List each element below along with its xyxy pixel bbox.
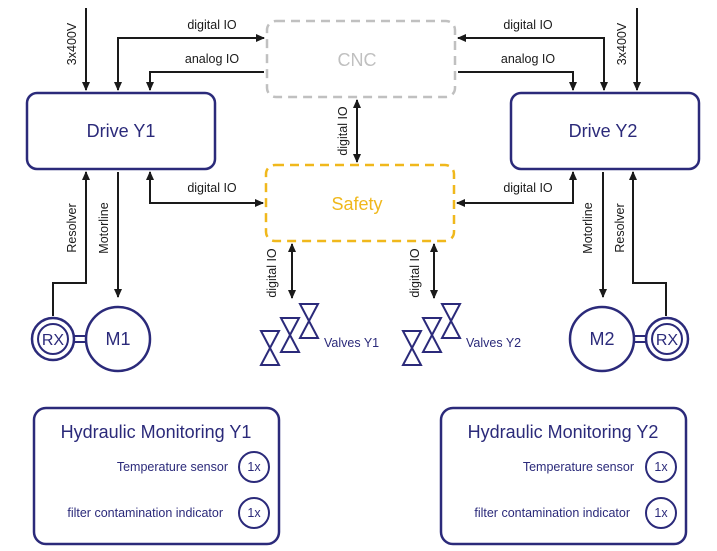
digital-io-cnc-right-label: digital IO xyxy=(503,18,553,32)
hm-y1-item-filter-count-circle xyxy=(238,497,270,529)
motorline-left-label: Motorline xyxy=(97,202,111,253)
valves-y2-label: Valves Y2 xyxy=(466,336,521,350)
valves-y2-icon xyxy=(401,303,462,366)
digital-io-cnc-left-arrow xyxy=(114,34,265,91)
digital-io-cnc-left-label: digital IO xyxy=(187,18,237,32)
resolver-left-label: Resolver xyxy=(65,203,79,252)
safety-box xyxy=(264,163,456,243)
valves-y1-label: Valves Y1 xyxy=(324,336,379,350)
drive-y2-box xyxy=(509,91,701,171)
hydraulic-monitoring-y2-title: Hydraulic Monitoring Y2 xyxy=(468,422,659,442)
m2-label: M2 xyxy=(589,329,614,349)
hm-y1-item-temperature-label: Temperature sensor xyxy=(117,460,228,474)
valve-y1-2 xyxy=(279,317,301,353)
rx-right-label: RX xyxy=(656,332,679,349)
hydraulic-monitoring-y2-box xyxy=(439,406,688,546)
hm-y2-item-temperature-count: 1x xyxy=(654,460,668,474)
hm-y2-item-filter-label: filter contamination indicator xyxy=(474,506,630,520)
motorline-right-label: Motorline xyxy=(581,202,595,253)
valve-y2-1 xyxy=(401,330,423,366)
drive-y2-label: Drive Y2 xyxy=(569,121,638,141)
hydraulic-monitoring-y2: Hydraulic Monitoring Y2 Temperature sens… xyxy=(439,406,688,546)
valve-y1-1 xyxy=(259,330,281,366)
m1-motor xyxy=(84,305,152,373)
rx-left-inner xyxy=(37,323,69,355)
hm-y1-item-filter-label: filter contamination indicator xyxy=(67,506,223,520)
analog-io-cnc-right-label: analog IO xyxy=(501,52,555,66)
supply-right-label: 3x400V xyxy=(615,22,629,65)
valves-y1-icon xyxy=(259,303,320,366)
digital-io-safety-right-label: digital IO xyxy=(503,181,553,195)
valve-y2-2 xyxy=(421,317,443,353)
resolver-left-arrow xyxy=(52,171,90,316)
analog-io-cnc-right-arrow xyxy=(458,71,577,91)
hm-y2-item-temperature-label: Temperature sensor xyxy=(523,460,634,474)
cnc-label: CNC xyxy=(338,50,377,70)
valve-y1-3 xyxy=(298,303,320,339)
hm-y1-item-temperature-count-circle xyxy=(238,451,270,483)
hm-y1-item-filter-count: 1x xyxy=(247,506,261,520)
hm-y1-item-temperature-count: 1x xyxy=(247,460,261,474)
hm-y2-item-filter-count-circle xyxy=(645,497,677,529)
digital-io-safety-left-arrow xyxy=(146,171,264,207)
resolver-right-label: Resolver xyxy=(613,203,627,252)
resolver-right-arrow xyxy=(629,171,667,316)
hm-y2-item-temperature-count-circle xyxy=(645,451,677,483)
digital-io-safety-left-label: digital IO xyxy=(187,181,237,195)
digital-io-safety-right-arrow xyxy=(456,171,577,207)
rx-right-inner xyxy=(651,323,683,355)
valve-y2-3 xyxy=(440,303,462,339)
safety-label: Safety xyxy=(331,194,382,214)
cnc-box xyxy=(265,19,457,99)
rx-left-label: RX xyxy=(42,332,65,349)
hydraulic-monitoring-y1-box xyxy=(32,406,281,546)
m2-motor xyxy=(568,305,636,373)
drive-y1-label: Drive Y1 xyxy=(87,121,156,141)
digital-io-valves-y1-label: digital IO xyxy=(265,248,279,298)
digital-io-cnc-right-arrow xyxy=(457,34,608,91)
hm-y2-item-filter-count: 1x xyxy=(654,506,668,520)
digital-io-valves-y2-label: digital IO xyxy=(408,248,422,298)
hydraulic-monitoring-y1-title: Hydraulic Monitoring Y1 xyxy=(61,422,252,442)
analog-io-cnc-left-arrow xyxy=(146,71,264,91)
digital-io-cnc-safety-label: digital IO xyxy=(336,106,350,156)
supply-left-label: 3x400V xyxy=(65,22,79,65)
hydraulic-monitoring-y1: Hydraulic Monitoring Y1 Temperature sens… xyxy=(32,406,281,546)
drive-y1-box xyxy=(25,91,217,171)
analog-io-cnc-left-label: analog IO xyxy=(185,52,239,66)
m1-label: M1 xyxy=(105,329,130,349)
